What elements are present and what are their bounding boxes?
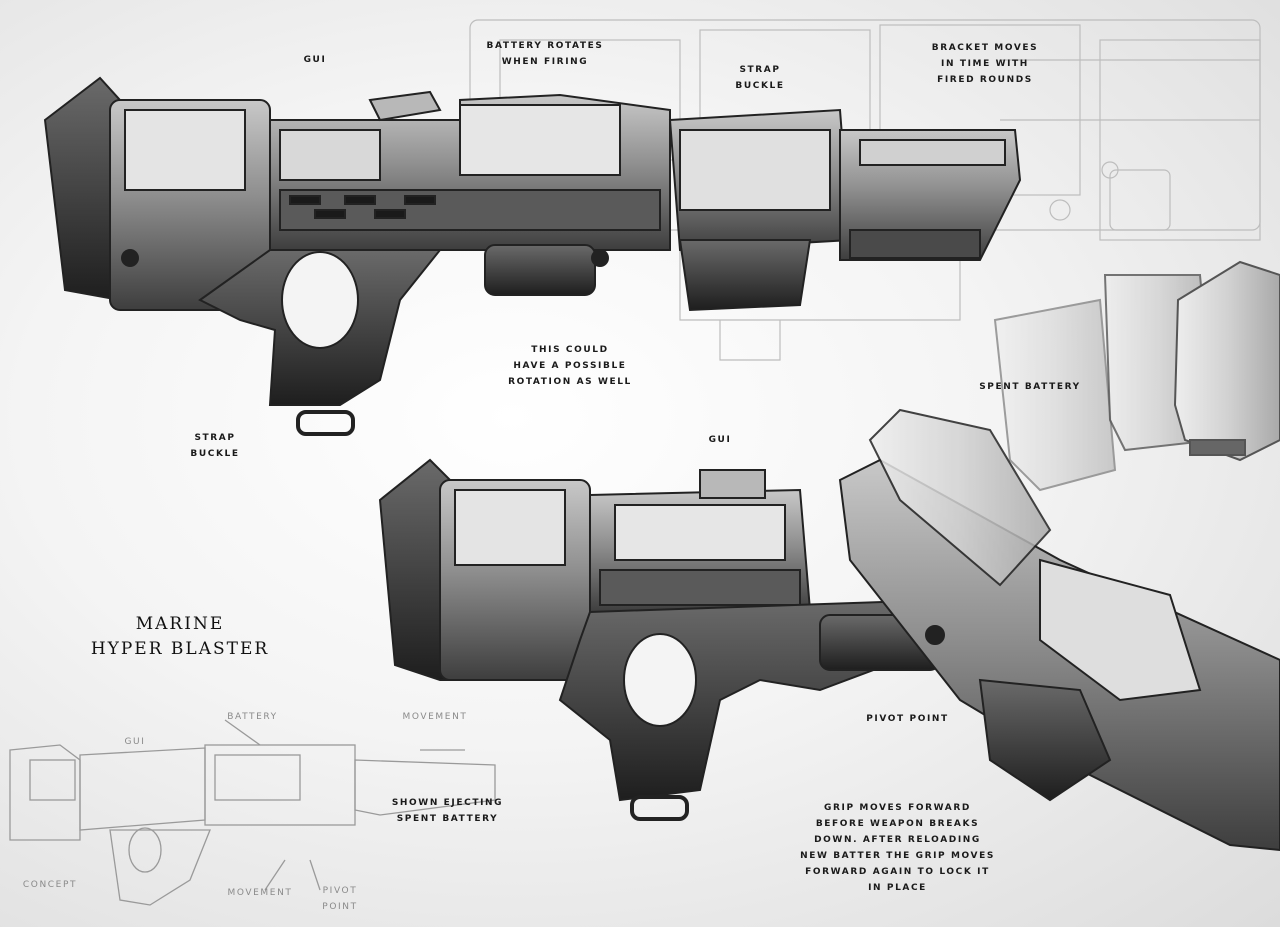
label-concept: CONCEPT <box>22 880 78 890</box>
label-pivot-point: PIVOT POINT <box>866 714 949 724</box>
label-sketch-battery: BATTERY <box>227 712 278 722</box>
hyper-blaster-ejecting <box>378 408 1280 852</box>
concept-sketch <box>9 719 496 906</box>
label-gui-top: GUI <box>303 55 327 65</box>
hyper-blaster-top <box>43 76 1022 436</box>
label-spent-battery: SPENT BATTERY <box>979 382 1081 392</box>
label-gui-mid: GUI <box>708 435 732 445</box>
label-sketch-movement-top: MOVEMENT <box>402 712 468 722</box>
label-sketch-movement-bottom: MOVEMENT <box>227 888 293 898</box>
spent-batteries <box>993 260 1280 492</box>
label-sketch-gui: GUI <box>124 737 146 747</box>
